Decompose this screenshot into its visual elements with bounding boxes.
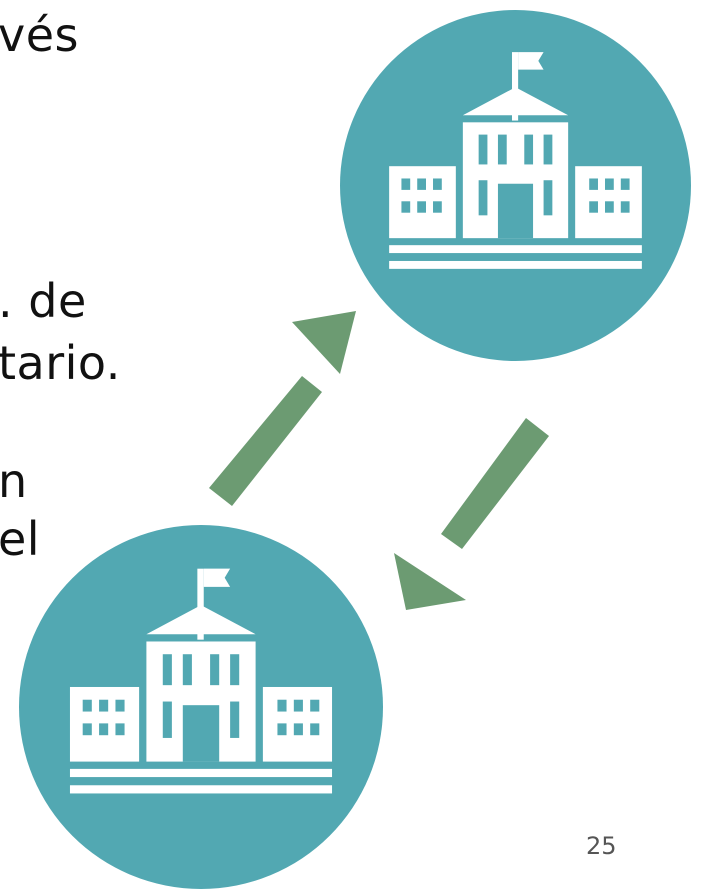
arrow-down-left-icon — [394, 418, 549, 610]
school-circle-top — [340, 10, 691, 361]
body-text-fragment-5: el — [0, 512, 41, 566]
school-building-icon — [340, 10, 691, 361]
arrow-up-right-icon — [209, 311, 356, 506]
school-circle-bottom — [19, 525, 383, 889]
body-text-fragment-4: n — [0, 454, 28, 508]
body-text-fragment-1: vés — [0, 8, 79, 62]
school-building-icon — [19, 525, 383, 889]
body-text-fragment-3: tario. — [0, 336, 121, 390]
page-number: 25 — [586, 832, 617, 860]
body-text-fragment-2: . de — [0, 274, 87, 328]
